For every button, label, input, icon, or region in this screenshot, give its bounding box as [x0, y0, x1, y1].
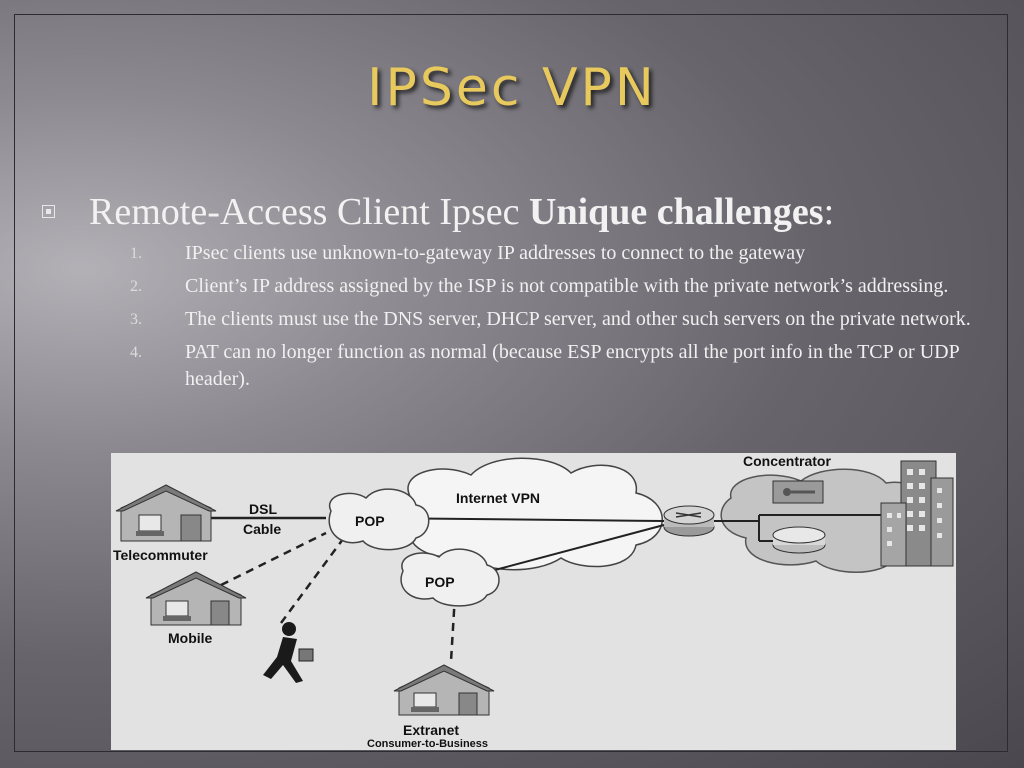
item-text: PAT can no longer function as normal (be…	[185, 341, 959, 390]
router-icon	[663, 505, 715, 537]
mobile-dial-line	[220, 531, 327, 587]
concentrator-label: Concentrator	[743, 453, 831, 469]
slide-title: IPSec VPN	[367, 58, 657, 118]
dsl-label: DSL	[249, 501, 277, 517]
item-number: 2.	[130, 278, 142, 295]
concentrator-icon	[772, 480, 824, 504]
list-item: 2. Client’s IP address assigned by the IS…	[130, 273, 1000, 300]
list-item: 1. IPsec clients use unknown-to-gateway I…	[130, 240, 1000, 267]
item-number: 3.	[130, 311, 142, 328]
mobile-house-icon	[145, 571, 247, 626]
internet-vpn-label: Internet VPN	[456, 490, 540, 506]
server-icon	[772, 526, 826, 554]
pop-top-label: POP	[355, 513, 385, 529]
walker-dial-line	[279, 534, 348, 624]
list-item: 4. PAT can no longer function as normal (…	[130, 339, 1000, 393]
extranet-label: Extranet	[403, 722, 459, 738]
internet-vpn-cloud	[397, 457, 663, 571]
cable-label: Cable	[243, 521, 281, 537]
mobile-label: Mobile	[168, 630, 213, 646]
bullet-bold-text: Unique challenges	[529, 191, 824, 233]
extranet-dial-line	[449, 594, 457, 662]
pop-top-cloud	[328, 488, 430, 551]
item-number: 4.	[130, 344, 142, 361]
item-text: IPsec clients use unknown-to-gateway IP …	[185, 242, 806, 264]
bullet-text: Remote-Access Client Ipsec	[89, 191, 530, 233]
extranet-sub-label: Consumer-to-Business	[367, 738, 488, 750]
vpn-diagram-svg: Internet VPN Concentrator	[113, 453, 954, 750]
item-text: The clients must use the DNS server, DHC…	[185, 308, 971, 330]
vpn-diagram: Internet VPN Concentrator	[111, 453, 956, 750]
item-number: 1.	[130, 245, 142, 262]
telecommuter-label: Telecommuter	[113, 547, 208, 563]
telecommuter-house-icon	[115, 484, 217, 542]
challenge-list: 1. IPsec clients use unknown-to-gateway I…	[130, 240, 1000, 399]
extranet-link-line	[475, 524, 665, 576]
extranet-house-icon	[393, 664, 495, 716]
pop-bottom-cloud	[400, 548, 500, 607]
item-text: Client’s IP address assigned by the ISP …	[185, 275, 949, 297]
building-icon	[880, 460, 954, 567]
bullet-colon: :	[823, 191, 835, 233]
list-item: 3. The clients must use the DNS server, D…	[130, 306, 1000, 333]
main-bullet: Remote-Access Client Ipsec Unique challe…	[42, 190, 834, 234]
pop-bottom-label: POP	[425, 574, 455, 590]
square-bullet-icon	[42, 204, 55, 218]
walking-person-icon	[263, 622, 314, 683]
